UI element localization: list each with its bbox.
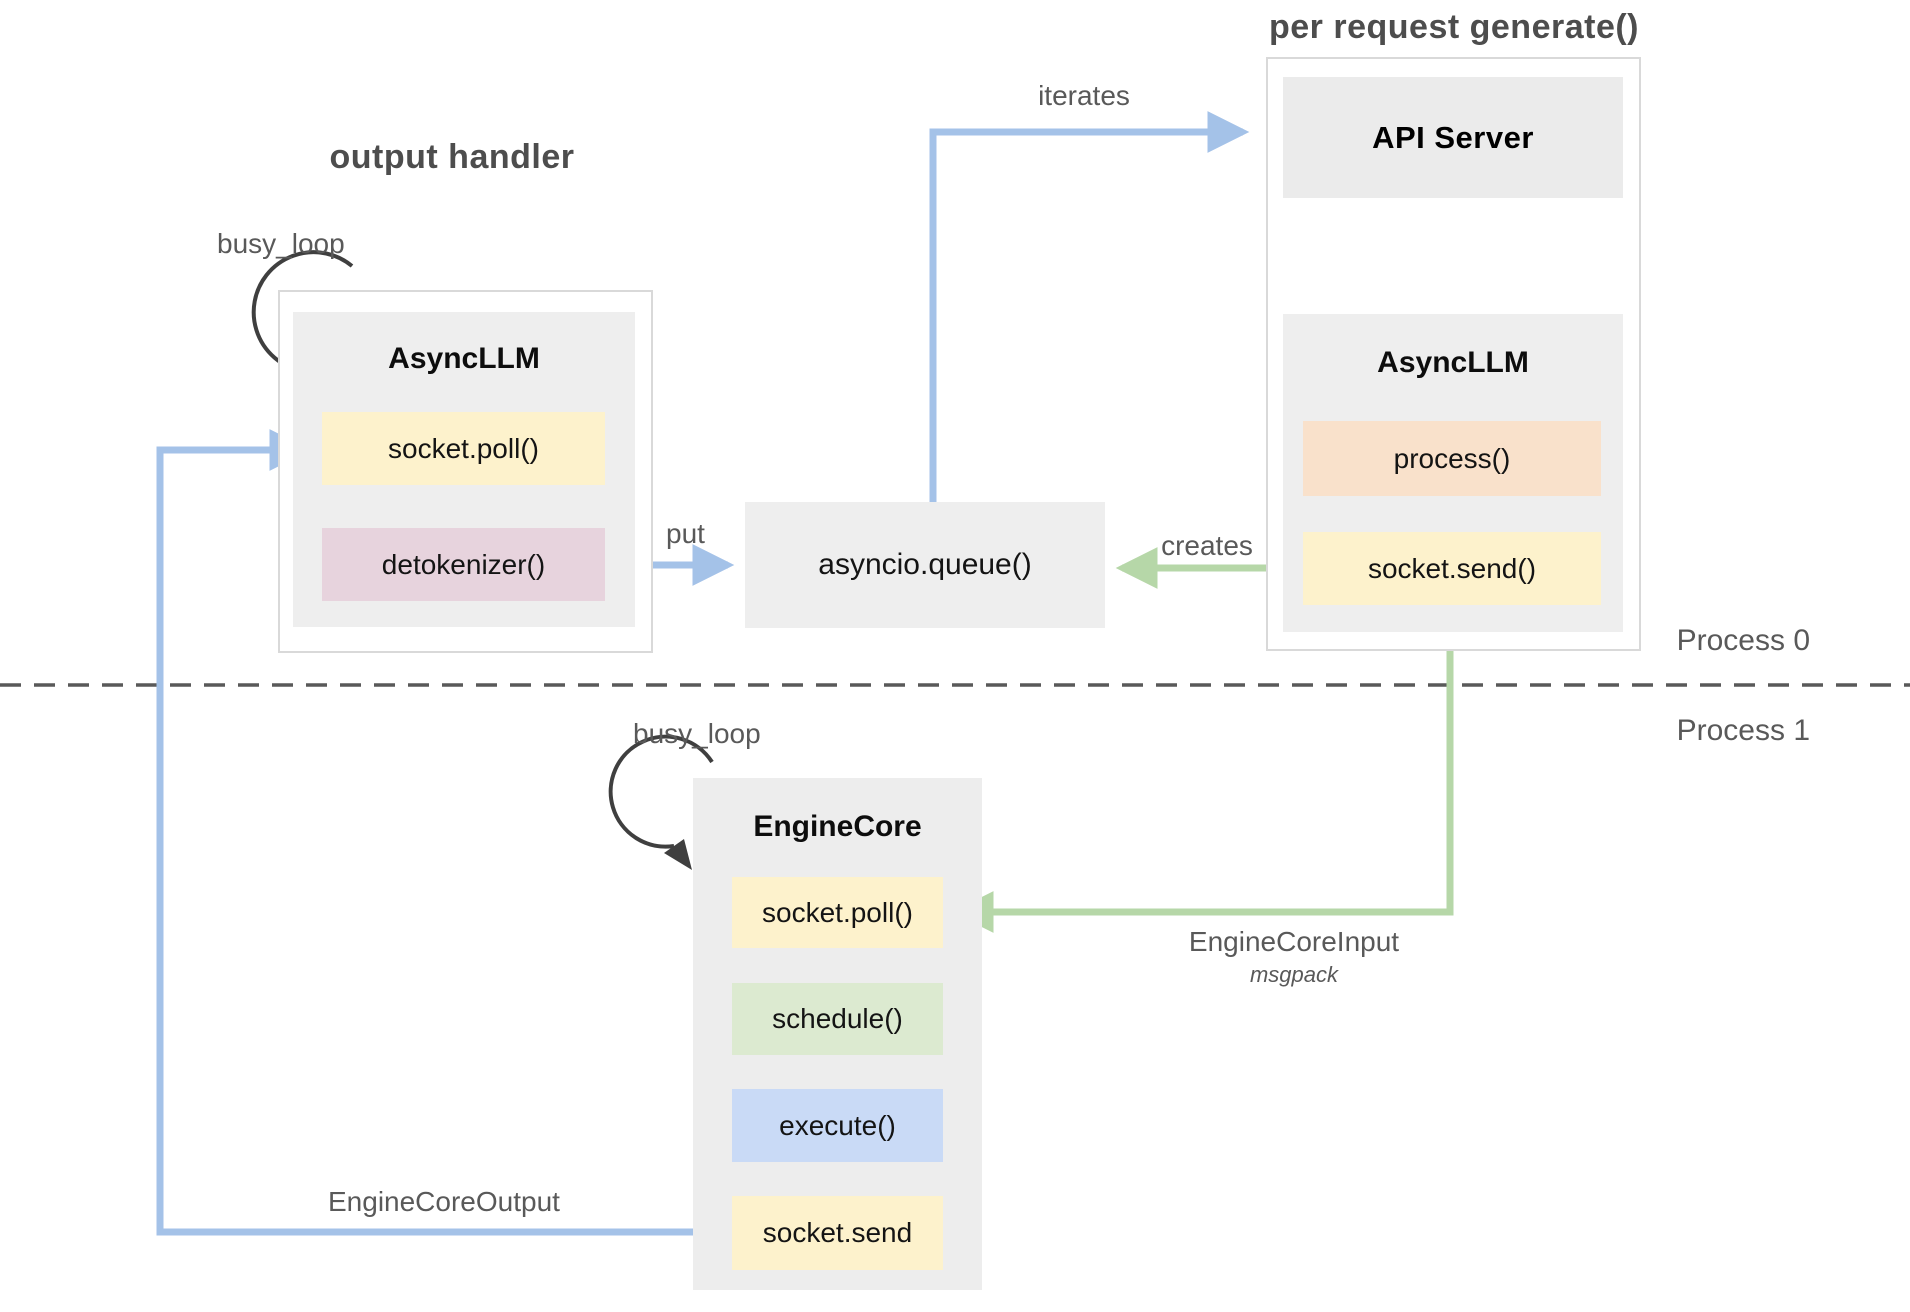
msgpack-label: msgpack — [1249, 962, 1339, 987]
engine-execute-chip: execute() — [732, 1089, 943, 1162]
detokenizer-chip: detokenizer() — [322, 528, 605, 601]
engine-socket-send-chip: socket.send — [732, 1196, 943, 1270]
engine-socket-poll-chip: socket.poll() — [732, 877, 943, 948]
socket-send-right-chip: socket.send() — [1303, 532, 1601, 605]
api-server-title: API Server — [1372, 119, 1534, 155]
engine-core-output-label: EngineCoreOutput — [328, 1186, 560, 1217]
per-request-generate-title: per request generate() — [1269, 8, 1639, 46]
engine-schedule-chip: schedule() — [732, 983, 943, 1055]
output-handler-title: output handler — [329, 138, 575, 176]
busy-loop-engine-label: busy_loop — [633, 718, 761, 749]
asyncllm-left-title: AsyncLLM — [388, 342, 540, 375]
process-chip: process() — [1303, 421, 1601, 496]
asyncllm-right-title: AsyncLLM — [1377, 346, 1529, 379]
api-server-box: API Server — [1283, 77, 1623, 198]
busy-loop-engine-arrow — [608, 734, 714, 870]
creates-label: creates — [1161, 530, 1253, 561]
process-0-label: Process 0 — [1676, 624, 1810, 657]
engine-core-input-label: EngineCoreInput — [1188, 926, 1400, 957]
engine-core-title: EngineCore — [753, 810, 922, 843]
busy-loop-left-label: busy_loop — [217, 228, 345, 259]
socket-poll-left-chip: socket.poll() — [322, 412, 605, 485]
put-label: put — [666, 518, 705, 549]
process-1-label: Process 1 — [1676, 714, 1810, 747]
iterates-label: iterates — [1038, 80, 1130, 111]
engine-core-output-arrow — [156, 429, 732, 1236]
engine-core-input-arrow — [951, 605, 1454, 933]
asyncio-queue-box: asyncio.queue() — [745, 502, 1105, 628]
iterates-arrow — [929, 111, 1250, 502]
